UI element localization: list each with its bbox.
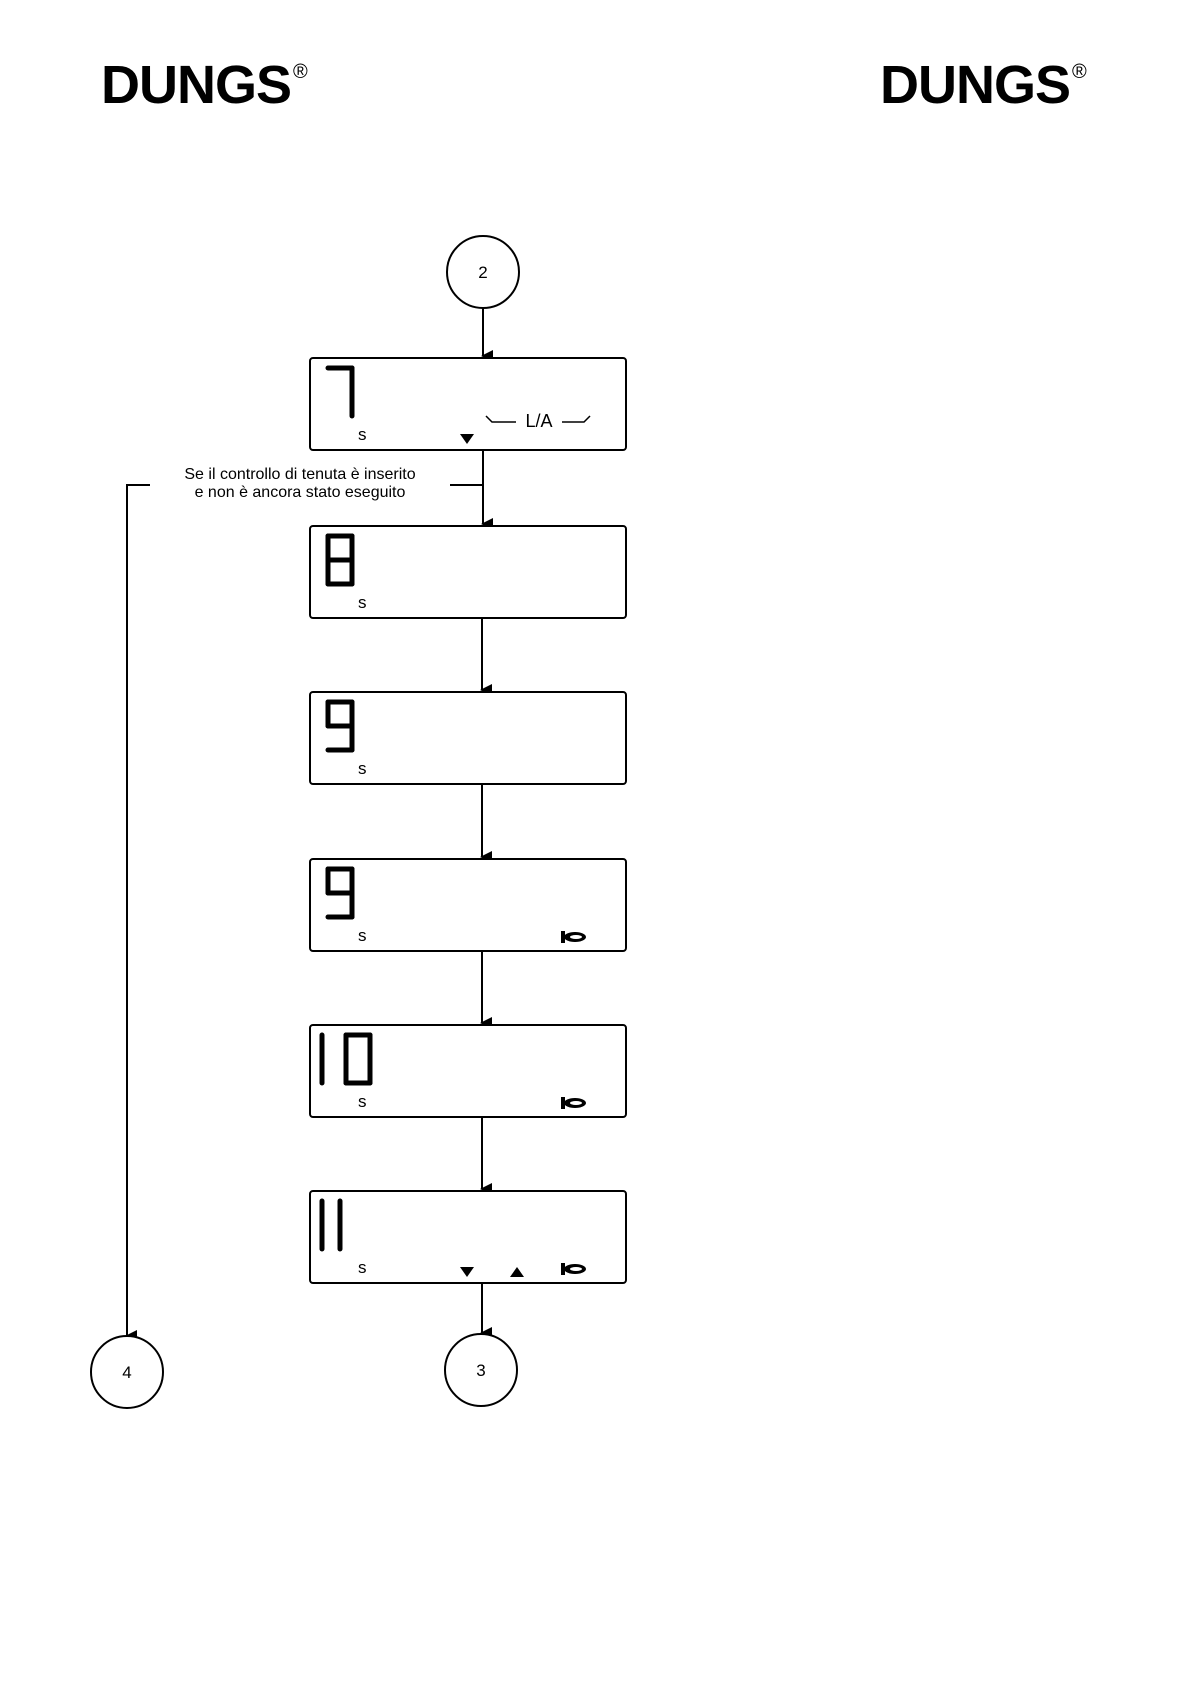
lcd-unit: s <box>358 926 367 945</box>
branch-note-line1: Se il controllo di tenuta è inserito <box>150 466 450 484</box>
connector-end-branch: 4 <box>91 1336 163 1408</box>
lcd-display: 9s <box>310 692 626 784</box>
connector-branch-label: 4 <box>122 1363 131 1382</box>
connector-start-label: 2 <box>478 263 487 282</box>
lcd-la-label: L/A <box>525 411 552 431</box>
lcd-display: 11s <box>310 1191 626 1283</box>
lcd-unit: s <box>358 759 367 778</box>
lcd-display: 8s <box>310 526 626 618</box>
lcd-display: 9s <box>310 859 626 951</box>
connector-end-main: 3 <box>445 1334 517 1406</box>
branch-note-line2: e non è ancora stato eseguito <box>150 484 450 502</box>
flow-arrows <box>127 308 483 1336</box>
branch-arrow <box>127 485 158 1336</box>
lcd-display: 7sL/A <box>310 358 626 450</box>
lcd-unit: s <box>358 425 367 444</box>
lcd-unit: s <box>358 593 367 612</box>
lcd-unit: s <box>358 1092 367 1111</box>
connector-start: 2 <box>447 236 519 308</box>
branch-note: Se il controllo di tenuta è inserito e n… <box>150 466 450 502</box>
lcd-unit: s <box>358 1258 367 1277</box>
lcd-display: 10s <box>310 1025 626 1117</box>
connector-main-label: 3 <box>476 1361 485 1380</box>
